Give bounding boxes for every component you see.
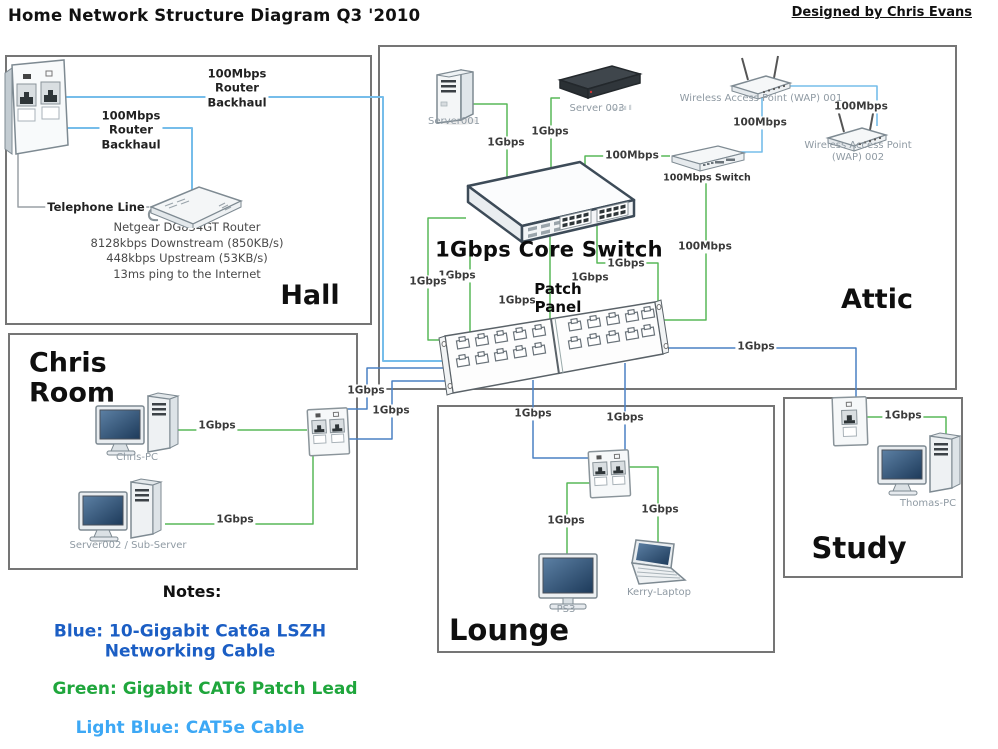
cable-green-ps3 — [566, 482, 592, 556]
core-switch-1gbps — [466, 160, 636, 244]
cable-green-100m-panel — [664, 174, 707, 321]
switch-100mbps — [671, 145, 747, 172]
credit-author: Designed by Chris Evans — [791, 5, 972, 20]
wap001-access-point — [729, 55, 793, 100]
wap002-access-point — [825, 107, 889, 152]
room-label-chris: Chris Room — [28, 347, 116, 408]
phone-icon — [23, 74, 31, 79]
hall-wall-plate — [4, 59, 69, 155]
room-label-lounge: Lounge — [448, 613, 570, 648]
kerry-laptop-computer — [630, 539, 687, 585]
cable-cat5e-hall-backhaul — [66, 96, 449, 362]
room-label-study: Study — [811, 531, 907, 566]
chris-wall-plate — [306, 407, 351, 457]
patch-panel — [438, 299, 669, 396]
cable-blue-lounge-a — [532, 380, 588, 459]
page-title: Home Network Structure Diagram Q3 '2010 — [8, 6, 421, 25]
cable-green-server001 — [468, 103, 508, 178]
server003-rack — [557, 65, 643, 110]
ps3-display — [538, 553, 598, 610]
cable-cat5e-wap001-switch — [740, 95, 763, 153]
notes-heading: Notes: — [162, 581, 222, 601]
computer-icon — [45, 70, 53, 77]
study-wall-plate — [831, 395, 869, 447]
room-label-hall: Hall — [280, 280, 340, 312]
room-box-lounge — [437, 405, 775, 653]
cable-green-kerry — [628, 466, 659, 546]
thomas-pc-computer — [877, 432, 961, 496]
note-blue-cable: Blue: 10-Gigabit Cat6a LSZH Networking C… — [53, 621, 327, 661]
cable-green-server003 — [550, 97, 560, 169]
cable-blue-chris-b — [346, 380, 450, 440]
dg834gt-router — [147, 186, 243, 228]
note-green-cable: Green: Gigabit CAT6 Patch Lead — [52, 679, 358, 700]
room-box-chris — [8, 333, 358, 570]
note-lightblue-cable: Light Blue: CAT5e Cable — [75, 718, 305, 739]
cable-blue-study — [660, 347, 857, 400]
lounge-wall-plate — [587, 449, 632, 499]
chris-pc-computer — [95, 392, 179, 456]
server002-computer — [78, 478, 162, 542]
server001-tower — [435, 69, 477, 125]
room-label-attic: Attic — [841, 284, 913, 316]
cable-blue-chris-a — [346, 367, 449, 410]
cable-green-server002 — [165, 452, 314, 525]
